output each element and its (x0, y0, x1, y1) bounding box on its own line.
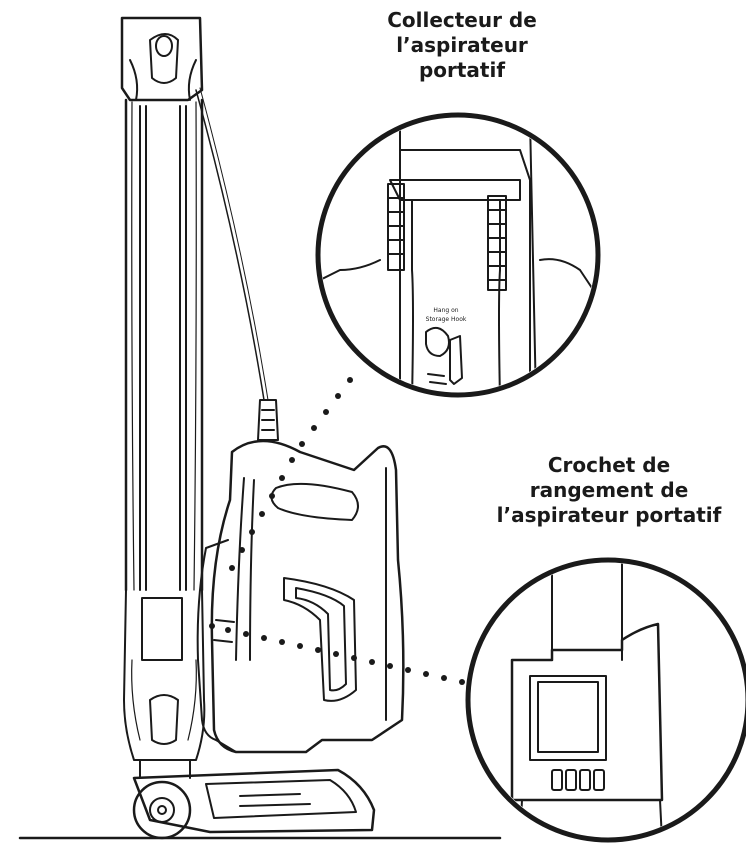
vacuum-wand (120, 16, 206, 779)
callout-line: rangement de (529, 478, 689, 502)
floor-nozzle (132, 768, 376, 840)
leader-top (229, 377, 353, 571)
sticker-line-1: Hang on (433, 307, 458, 314)
callout-line: l’aspirateur portatif (496, 503, 722, 527)
sticker-line-2: Storage Hook (426, 316, 467, 323)
leader-lines (209, 377, 465, 685)
dust-bin (196, 539, 237, 753)
handheld-vacuum (196, 439, 405, 754)
callout-line: Crochet de (547, 453, 671, 477)
callout-label-collector: Collecteur de l’aspirateur portatif (352, 8, 572, 83)
callout-label-storage-hook: Crochet de rangement de l’aspirateur por… (478, 453, 740, 528)
callout-line: l’aspirateur (396, 33, 528, 57)
power-cord (195, 89, 265, 401)
inset-collector (315, 112, 601, 398)
cord-plug (257, 399, 279, 441)
inset-hook (465, 557, 746, 843)
callout-line: Collecteur de (387, 8, 537, 32)
callout-line: portatif (418, 58, 506, 82)
leader-bottom (209, 623, 465, 685)
